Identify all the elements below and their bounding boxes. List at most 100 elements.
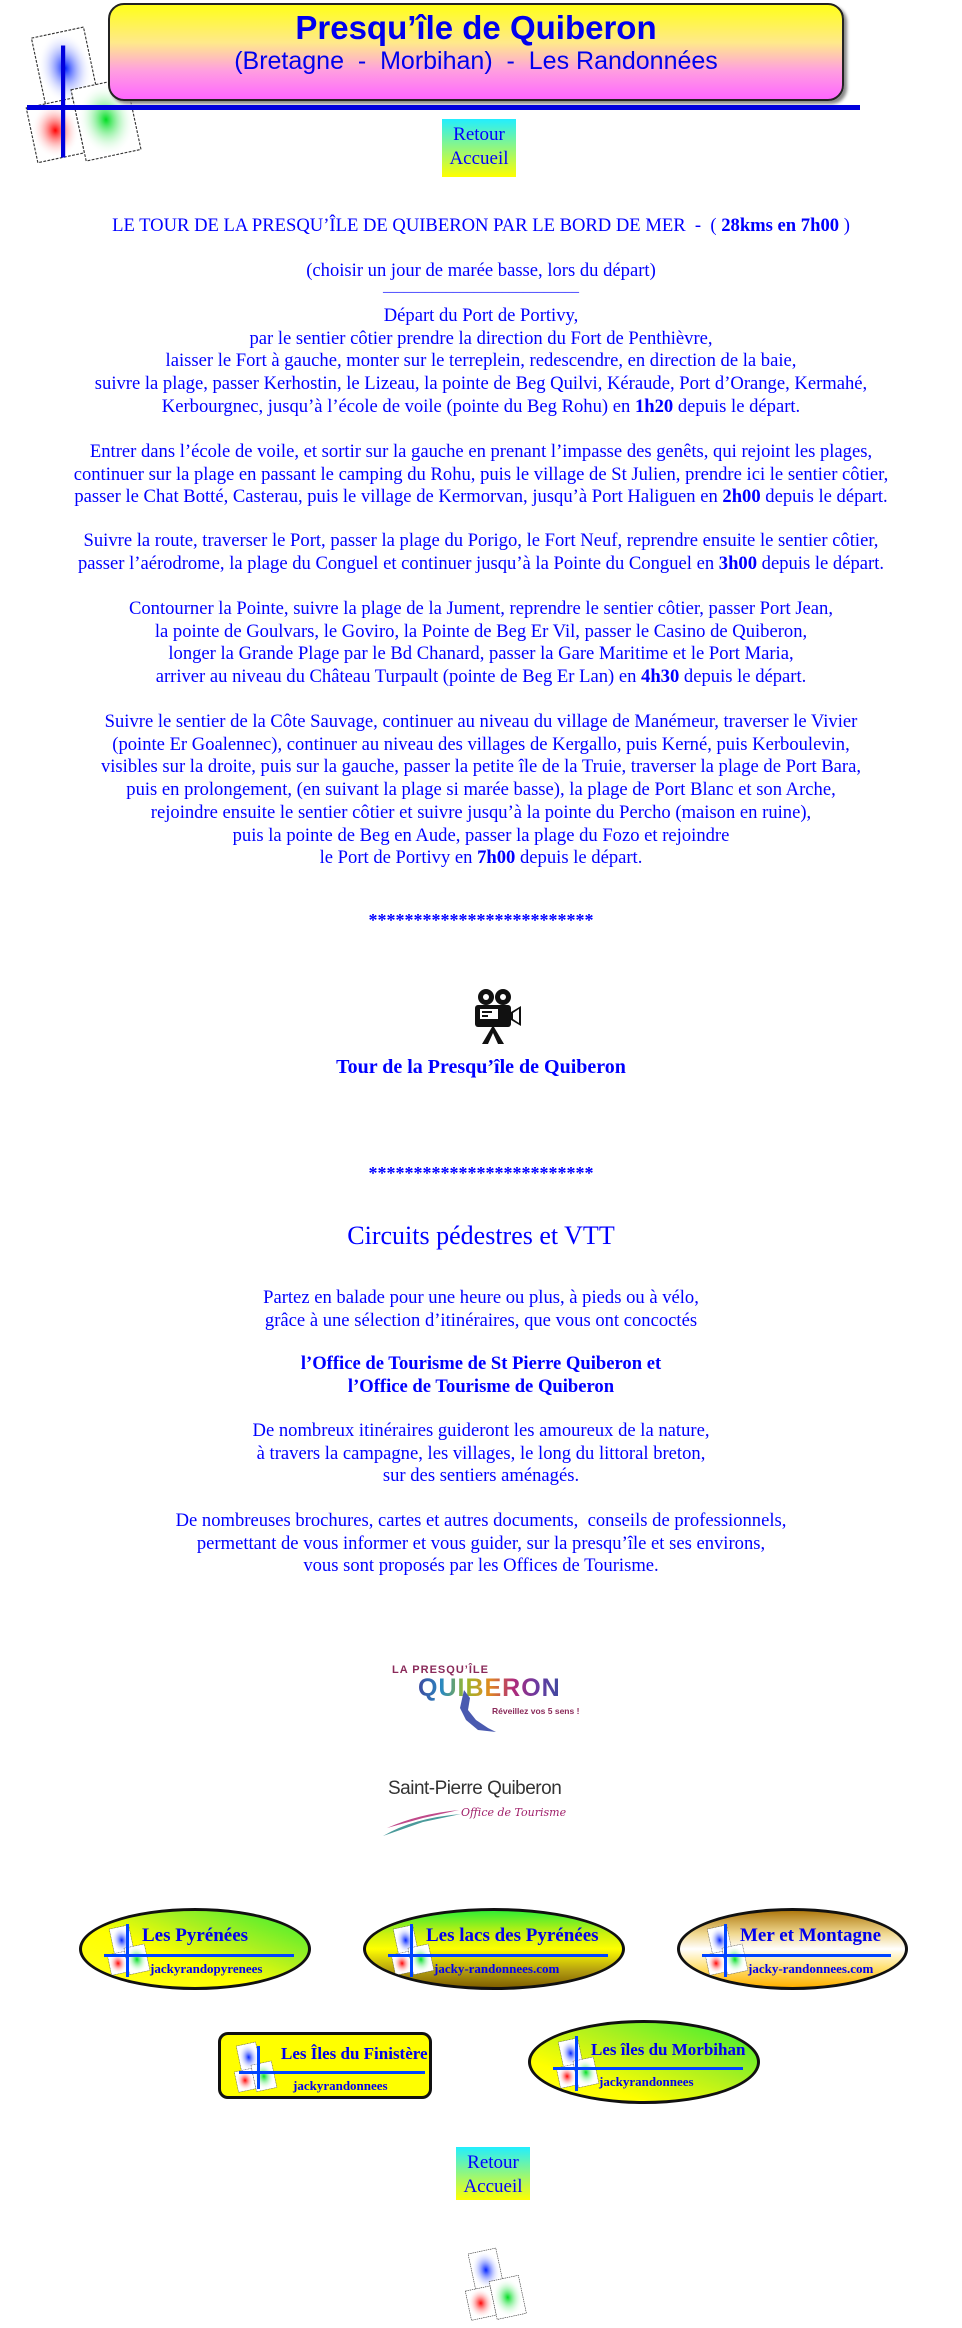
route-text: Suivre le sentier de la Côte Sauvage, co… [104,711,858,732]
banner-title: Les lacs des Pyrénées [426,1925,599,1946]
route-text: visibles sur la droite, puis sur la gauc… [100,756,862,778]
route-time: 3h00 [718,552,757,574]
banner-rule-vertical [126,1924,129,1978]
accueil-label: Accueil [463,2176,523,2197]
route-text: laisser le Fort à gauche, monter sur le … [165,350,797,372]
circuits-text-line: De nombreux itinéraires guideront les am… [252,1420,710,1441]
route-time: 1h20 [634,395,674,417]
route-line: laisser le Fort à gauche, monter sur le … [0,350,962,373]
route-text: (pointe Er Goalennec), continuer au nive… [112,733,850,755]
site-logo [12,19,142,172]
route-line: passer l’aérodrome, la plage du Conguel … [0,553,962,576]
route-text: rejoindre ensuite le sentier côtier et s… [150,801,812,823]
route-line: Entrer dans l’école de voile, et sortir … [0,441,962,464]
route-text: Départ du Port de Portivy, [383,305,579,326]
route-line: Suivre la route, traverser le Port, pass… [0,530,962,553]
route-text: Entrer dans l’école de voile, et sortir … [89,441,873,462]
circuits-text-line: Partez en balade pour une heure ou plus,… [263,1287,699,1308]
star-separator-2: ************************* [368,1163,594,1183]
separator-line: ____________________________ [383,280,579,295]
circuits-text-line: à travers la campagne, les villages, le … [256,1442,706,1464]
header-banner: Presqu’île de Quiberon (Bretagne - Morbi… [108,3,844,101]
circuits-text-line: vous sont proposés par les Offices de To… [303,1555,659,1576]
banner-rule [239,2070,425,2074]
route-time: 7h00 [477,847,516,869]
banner-title: Les Pyrénées [142,1925,249,1946]
route-time: 4h30 [641,666,680,688]
route-text: puis la pointe de Beg en Aude, passer la… [232,824,730,846]
logo-stpierre-text: Saint-Pierre Quiberon [388,1778,562,1799]
banner-rule-vertical [410,1924,413,1978]
route-line: la pointe de Goulvars, le Goviro, la Poi… [0,621,962,644]
route-text: puis en prolongement, (en suivant la pla… [126,779,836,801]
swoosh-icon [383,1810,461,1836]
route-time: 2h00 [722,486,761,508]
route-text: depuis le départ. [515,847,643,869]
retour-label: Retour [453,124,505,145]
route-text: Suivre la route, traverser le Port, pass… [83,530,879,551]
tour-heading-text: LE TOUR DE LA PRESQU’ÎLE DE QUIBERON PAR… [112,215,722,236]
banner-url: jackyrandonnees [293,2077,388,2093]
route-text: passer l’aérodrome, la plage du Conguel … [77,552,719,574]
banner-url: jackyrandonnees [599,2074,694,2089]
banner-rule-vertical [724,1924,727,1978]
banner-rule [702,1954,891,1957]
retour-accueil-button-bottom[interactable]: Retour Accueil [456,2147,530,2200]
retour-label: Retour [467,2152,519,2173]
route-line: puis en prolongement, (en suivant la pla… [0,779,962,802]
route-text: longer la Grande Plage par le Bd Chanard… [168,643,794,665]
accueil-label: Accueil [449,148,509,169]
circuits-text-line: permettant de vous informer et vous guid… [196,1532,766,1554]
mini-logo-icon [229,2038,278,2096]
route-line: arriver au niveau du Château Turpault (p… [0,666,962,689]
route-line: continuer sur la plage en passant le cam… [0,464,962,487]
route-line: rejoindre ensuite le sentier côtier et s… [0,802,962,825]
logo-top-text: LA PRESQU’ÎLE [392,1664,489,1676]
route-text: le Port de Portivy en [319,847,478,869]
route-text: la pointe de Goulvars, le Goviro, la Poi… [154,620,808,642]
banner-url: jacky-randonnees.com [434,1961,560,1976]
route-text: arriver au niveau du Château Turpault (p… [155,666,642,688]
tour-heading-close: ) [839,215,850,236]
route-line: Suivre le sentier de la Côte Sauvage, co… [0,711,962,734]
page-subtitle: (Bretagne - Morbihan) - Les Randonnées [234,47,718,75]
route-text: depuis le départ. [757,552,885,574]
route-line: puis la pointe de Beg en Aude, passer la… [0,825,962,848]
movie-camera-icon[interactable] [474,988,522,1044]
route-line: Contourner la Pointe, suivre la plage de… [0,598,962,621]
circuits-title: Circuits pédestres et VTT [347,1221,615,1250]
banner-url: jackyrandopyrenees [150,1961,263,1976]
peninsula-shape-icon [460,1690,496,1732]
route-text: suivre la plage, passer Kerhostin, le Li… [94,373,868,395]
retour-accueil-button-top[interactable]: Retour Accueil [442,119,516,177]
logo-main-text: QUIBERON [418,1674,561,1702]
saint-pierre-tourism-logo[interactable]: Saint-Pierre Quiberon Office de Tourisme [383,1778,593,1842]
route-line: visibles sur la droite, puis sur la gauc… [0,756,962,779]
route-line: (pointe Er Goalennec), continuer au nive… [0,734,962,757]
site-link-banner[interactable]: Les lacs des Pyrénées jacky-randonnees.co… [363,1908,625,1990]
route-line: le Port de Portivy en 7h00 depuis le dép… [0,847,962,870]
route-line: longer la Grande Plage par le Bd Chanard… [0,643,962,666]
banner-title: Les Îles du Finistère [281,2043,428,2063]
tide-note: (choisir un jour de marée basse, lors du… [306,260,656,281]
quiberon-tourism-logo[interactable]: LA PRESQU’ÎLE QUIBERON Réveillez vos 5 s… [390,1660,605,1732]
site-link-banner[interactable]: Les Îles du Finistère jackyrandonnees [218,2032,432,2099]
circuits-text-line: De nombreuses brochures, cartes et autre… [175,1510,787,1531]
video-link[interactable]: Tour de la Presqu’île de Quiberon [336,1056,626,1078]
route-text: Kerbourgnec, jusqu’à l’école de voile (p… [161,395,635,417]
circuits-text-line: grâce à une sélection d’itinéraires, que… [264,1309,698,1331]
logo-tagline: Réveillez vos 5 sens ! [492,1706,580,1716]
office-name-line: l’Office de Tourisme de St Pierre Quiber… [300,1353,662,1374]
logo-stpierre-sub: Office de Tourisme [461,1806,567,1819]
site-link-banner[interactable]: Les Pyrénées jackyrandopyrenees [79,1908,311,1990]
banner-url: jacky-randonnees.com [748,1961,874,1976]
banner-rule [388,1954,608,1957]
route-line: Kerbourgnec, jusqu’à l’école de voile (p… [0,396,962,419]
route-line: suivre la plage, passer Kerhostin, le Li… [0,373,962,396]
footer-logo [457,2244,527,2325]
tour-distance-duration: 28kms en 7h00 [721,215,840,236]
route-line: passer le Chat Botté, Casterau, puis le … [0,486,962,509]
route-line: par le sentier côtier prendre la directi… [0,328,962,351]
